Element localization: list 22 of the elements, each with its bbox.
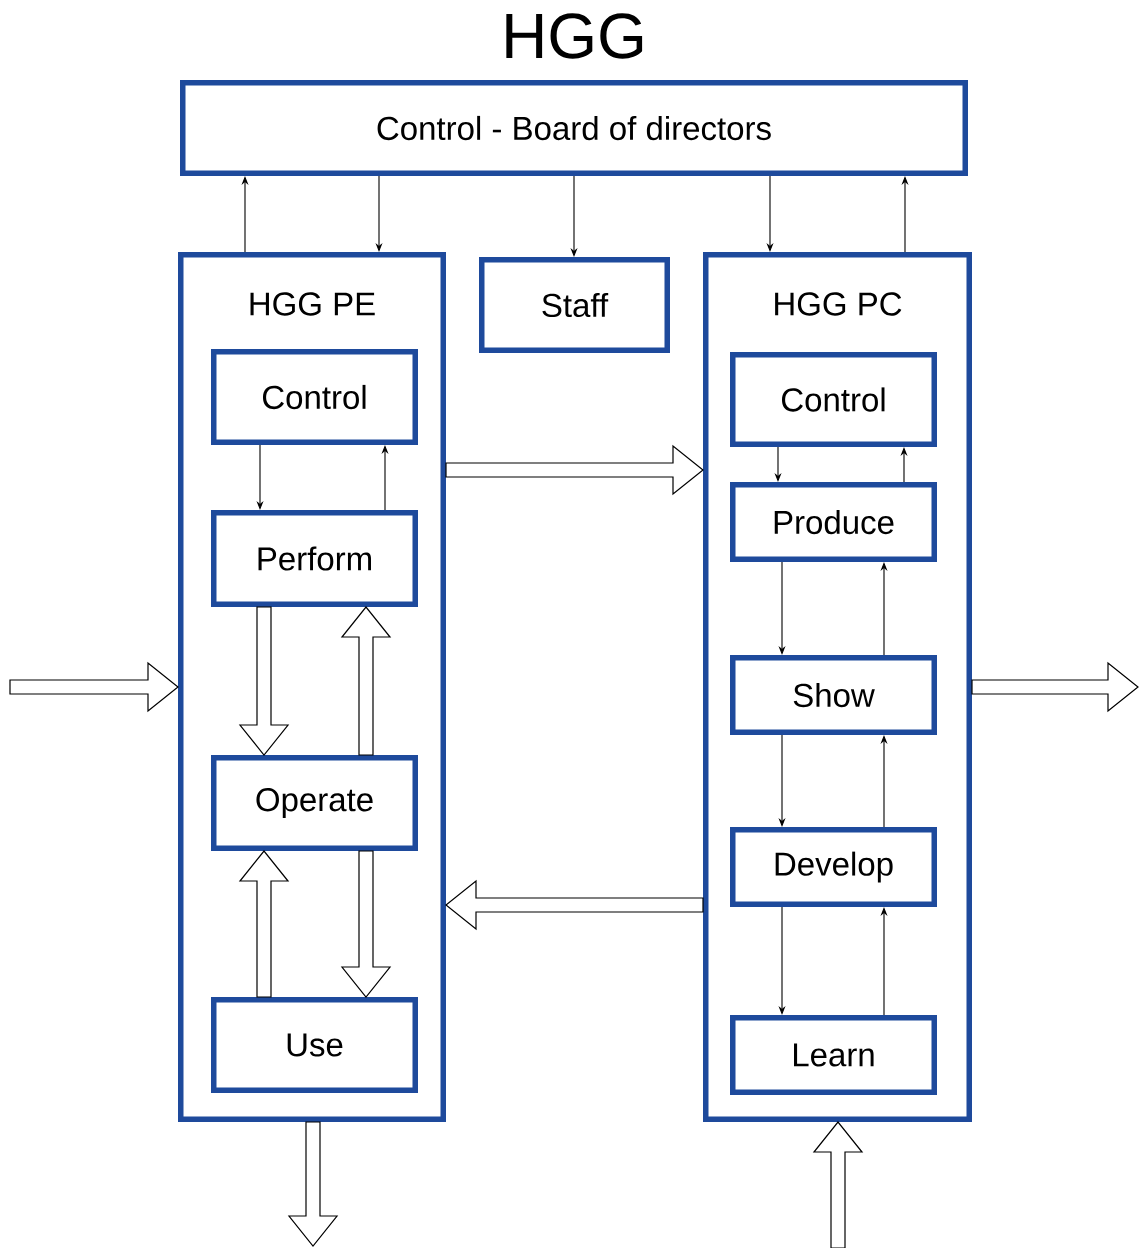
block-arrow	[287, 1121, 339, 1247]
process-box: Control - Board of directors	[180, 80, 968, 176]
process-box: Use	[211, 997, 418, 1093]
block-arrow	[340, 606, 392, 756]
block-arrow	[238, 606, 290, 756]
block-arrow	[9, 661, 179, 713]
block-arrow	[445, 444, 704, 496]
process-box: Operate	[211, 755, 418, 851]
block-arrow	[238, 850, 290, 998]
process-box: Show	[730, 655, 937, 735]
block-arrow	[445, 879, 704, 931]
title: HGG	[506, 13, 643, 59]
process-box: Develop	[730, 827, 937, 907]
process-box: Staff	[479, 257, 670, 353]
block-arrow	[971, 661, 1139, 713]
process-box: Control	[730, 352, 937, 447]
process-box: Control	[211, 349, 418, 445]
block-arrow	[812, 1121, 864, 1248]
process-box: Learn	[730, 1015, 937, 1095]
process-box: Produce	[730, 482, 937, 562]
process-box: Perform	[211, 510, 418, 607]
block-arrow	[340, 850, 392, 998]
